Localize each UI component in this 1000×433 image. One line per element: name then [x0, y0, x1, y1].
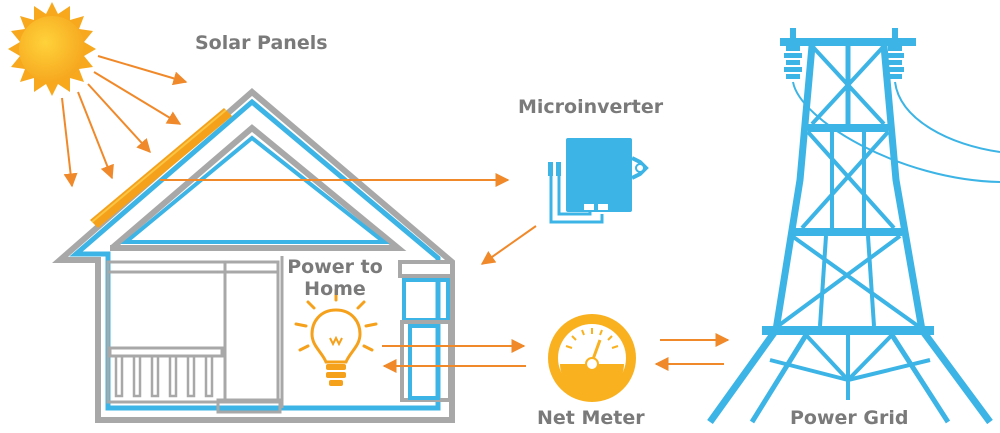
power-tower-icon	[707, 28, 1000, 425]
sun-ray-arrows	[61, 55, 188, 188]
solar-panels-label: Solar Panels	[195, 32, 328, 54]
power-to-home-line2: Home	[304, 278, 366, 300]
microinverter-label: Microinverter	[518, 96, 664, 118]
light-bulb-icon	[294, 288, 378, 386]
microinverter-icon	[548, 138, 649, 224]
net-meter-icon	[548, 314, 636, 402]
solar-panel-icon	[90, 108, 232, 228]
power-grid-label: Power Grid	[790, 407, 909, 429]
house-icon	[52, 88, 455, 423]
power-to-home-line1: Power to	[287, 256, 383, 278]
sun-icon	[8, 2, 96, 96]
net-meter-label: Net Meter	[537, 407, 645, 429]
inverter-to-home-arrow	[480, 225, 537, 265]
power-to-home-label: Power to Home	[285, 256, 385, 300]
